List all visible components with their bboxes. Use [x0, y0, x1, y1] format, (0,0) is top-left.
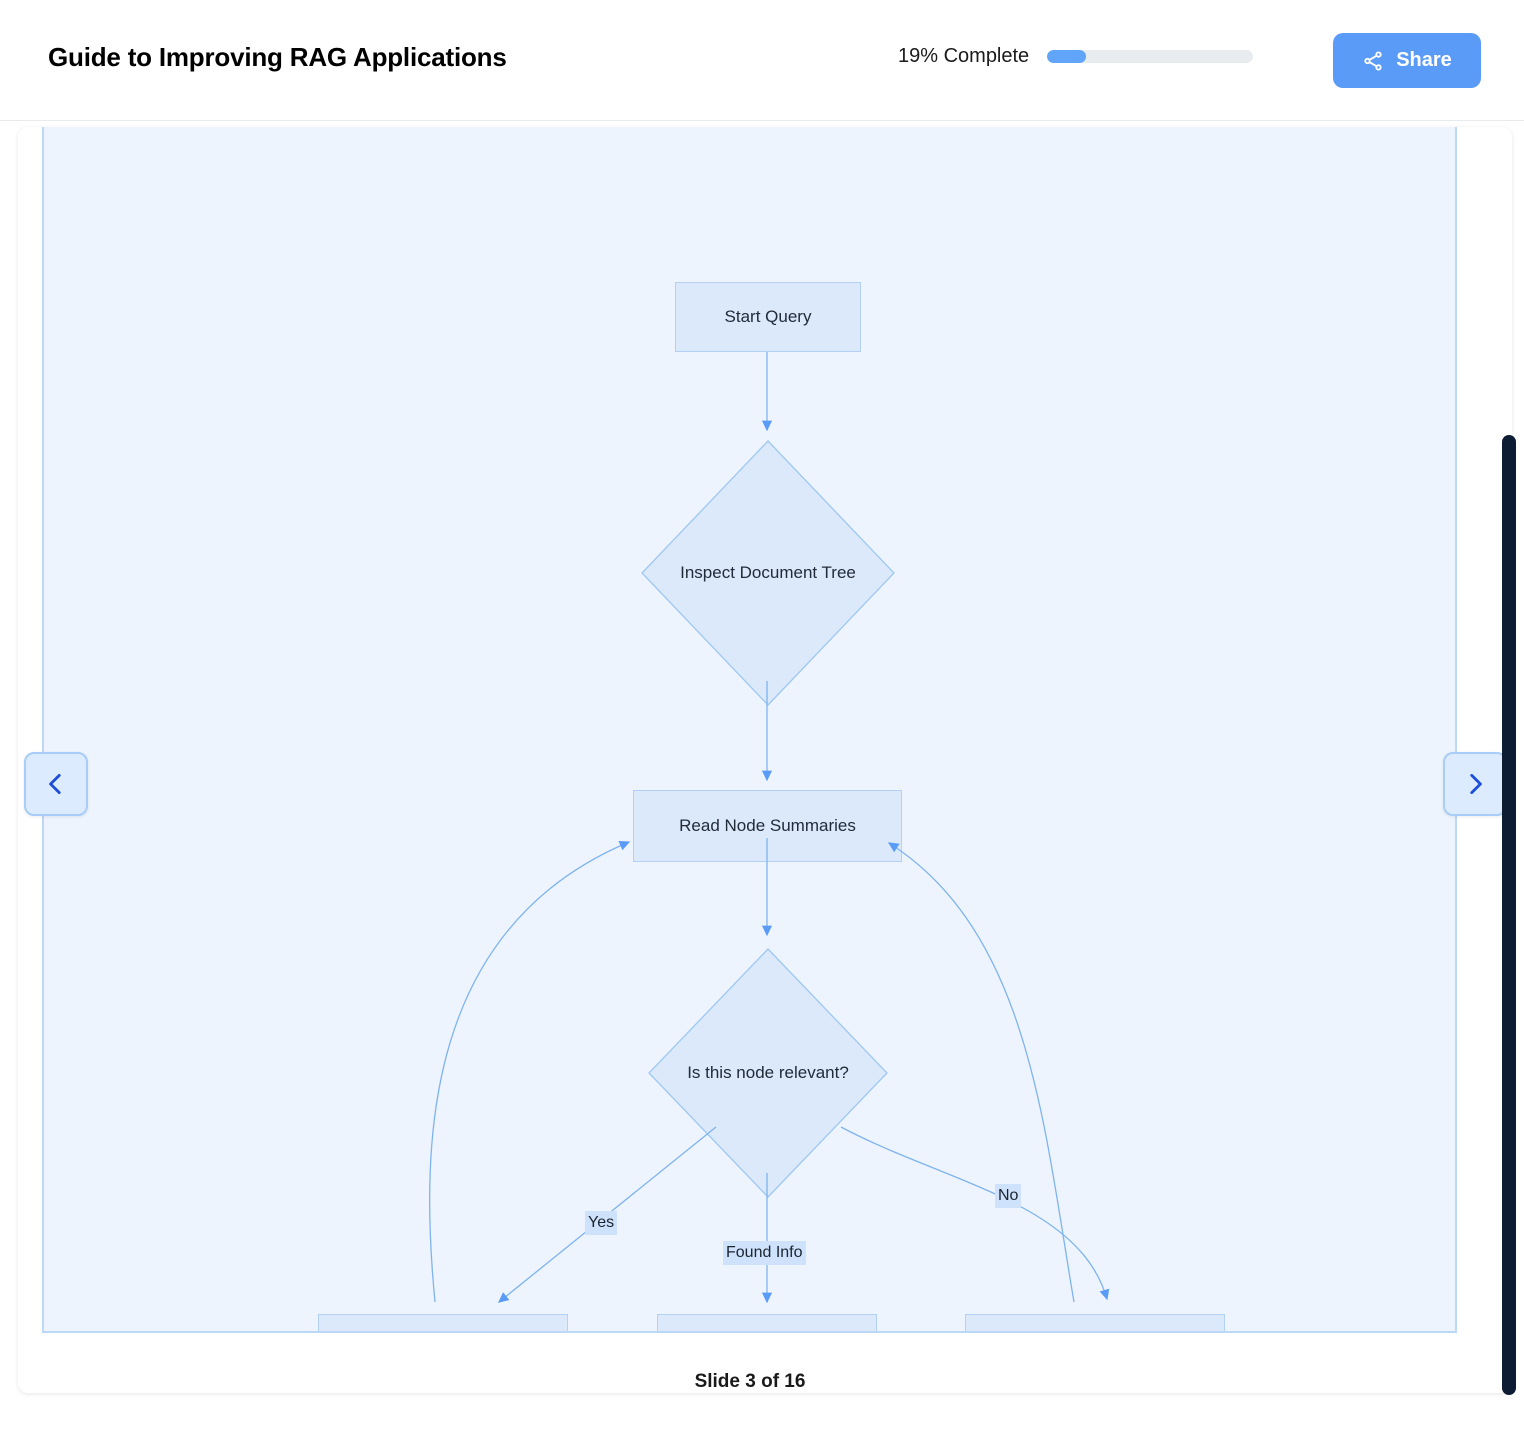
flow-node-start-query: Start Query [675, 282, 861, 352]
share-button[interactable]: Share [1333, 33, 1481, 88]
flow-node-is-this-node-relevant: Is this node relevant? [648, 948, 888, 1198]
diamond-shape [648, 948, 888, 1198]
edge-sibling-read [887, 842, 1075, 1303]
edge-explore-read [428, 840, 631, 1303]
flow-node-label: Read Node Summaries [679, 815, 856, 835]
flow-node-move-to-sibling-node: Move to Sibling Node [965, 1314, 1225, 1331]
flowchart: Start Query Inspect Document Tree Read N… [44, 127, 1455, 1331]
diagram-canvas: Start Query Inspect Document Tree Read N… [42, 127, 1457, 1333]
previous-slide-button[interactable] [24, 752, 88, 816]
chevron-right-icon [1462, 771, 1488, 797]
edge-label-no: No [995, 1184, 1022, 1208]
edge-label-found-info: Found Info [723, 1241, 806, 1265]
scrollbar-thumb[interactable] [1502, 435, 1516, 1395]
progress-bar-track [1047, 50, 1254, 63]
flow-node-label: Start Query [724, 306, 812, 326]
flow-node-inspect-document-tree: Inspect Document Tree [641, 440, 895, 706]
edge-relevant-sibling [840, 1126, 1110, 1301]
share-nodes-icon [1362, 50, 1384, 72]
progress-bar-fill [1047, 50, 1087, 63]
diamond-shape [641, 440, 895, 706]
flowchart-edges [428, 352, 1110, 1304]
flow-node-read-node-summaries: Read Node Summaries [633, 790, 902, 862]
share-button-label: Share [1396, 49, 1452, 71]
slide-counter: Slide 3 of 16 [694, 1371, 806, 1392]
progress-label: 19% Complete [898, 45, 1030, 67]
app-header: Guide to Improving RAG Applications 19% … [0, 0, 1524, 121]
flow-node-extract-content: Extract Content [657, 1314, 877, 1331]
chevron-left-icon [43, 771, 69, 797]
page-title: Guide to Improving RAG Applications [48, 42, 507, 72]
flow-node-explore-child-nodes: Explore Child Nodes [318, 1314, 568, 1331]
slide-container: Start Query Inspect Document Tree Read N… [18, 127, 1512, 1393]
progress-indicator: 19% Complete [898, 45, 1254, 68]
page-scrollbar[interactable] [1498, 125, 1520, 1434]
flow-node-label: Is this node relevant? [687, 1063, 849, 1082]
flow-node-label: Inspect Document Tree [680, 563, 856, 582]
edge-label-yes: Yes [585, 1211, 618, 1235]
